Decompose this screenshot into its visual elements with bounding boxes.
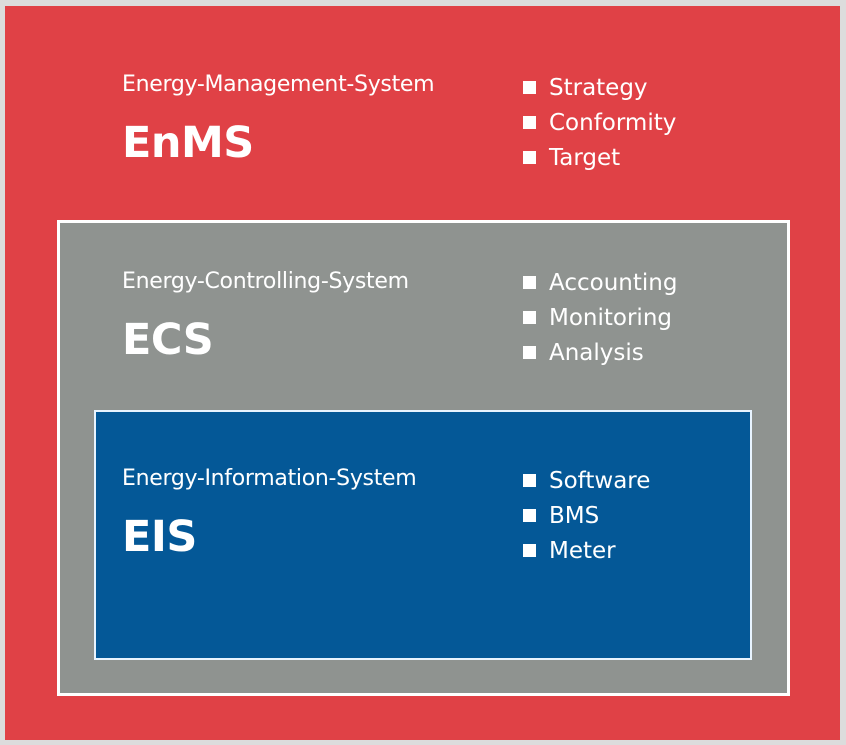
- ecs-item-list: Accounting Monitoring Analysis: [523, 265, 677, 370]
- list-item: BMS: [523, 498, 650, 533]
- bullet-square-icon: [523, 544, 536, 557]
- eis-abbreviation: EIS: [122, 512, 197, 562]
- ecs-abbreviation: ECS: [122, 315, 214, 365]
- enms-subtitle: Energy-Management-System: [122, 72, 435, 97]
- list-item: Software: [523, 463, 650, 498]
- list-item: Meter: [523, 533, 650, 568]
- bullet-square-icon: [523, 311, 536, 324]
- bullet-square-icon: [523, 81, 536, 94]
- bullet-square-icon: [523, 346, 536, 359]
- bullet-square-icon: [523, 509, 536, 522]
- list-item: Accounting: [523, 265, 677, 300]
- list-item: Target: [523, 140, 676, 175]
- list-item: Conformity: [523, 105, 676, 140]
- list-item: Monitoring: [523, 300, 677, 335]
- bullet-square-icon: [523, 276, 536, 289]
- bullet-square-icon: [523, 151, 536, 164]
- eis-layer: Energy-Information-System EIS Software B…: [94, 410, 752, 660]
- list-item: Strategy: [523, 70, 676, 105]
- eis-item-list: Software BMS Meter: [523, 463, 650, 568]
- enms-item-list: Strategy Conformity Target: [523, 70, 676, 175]
- bullet-square-icon: [523, 116, 536, 129]
- enms-abbreviation: EnMS: [122, 118, 254, 168]
- eis-subtitle: Energy-Information-System: [122, 466, 417, 491]
- ecs-subtitle: Energy-Controlling-System: [122, 269, 409, 294]
- bullet-square-icon: [523, 474, 536, 487]
- list-item: Analysis: [523, 335, 677, 370]
